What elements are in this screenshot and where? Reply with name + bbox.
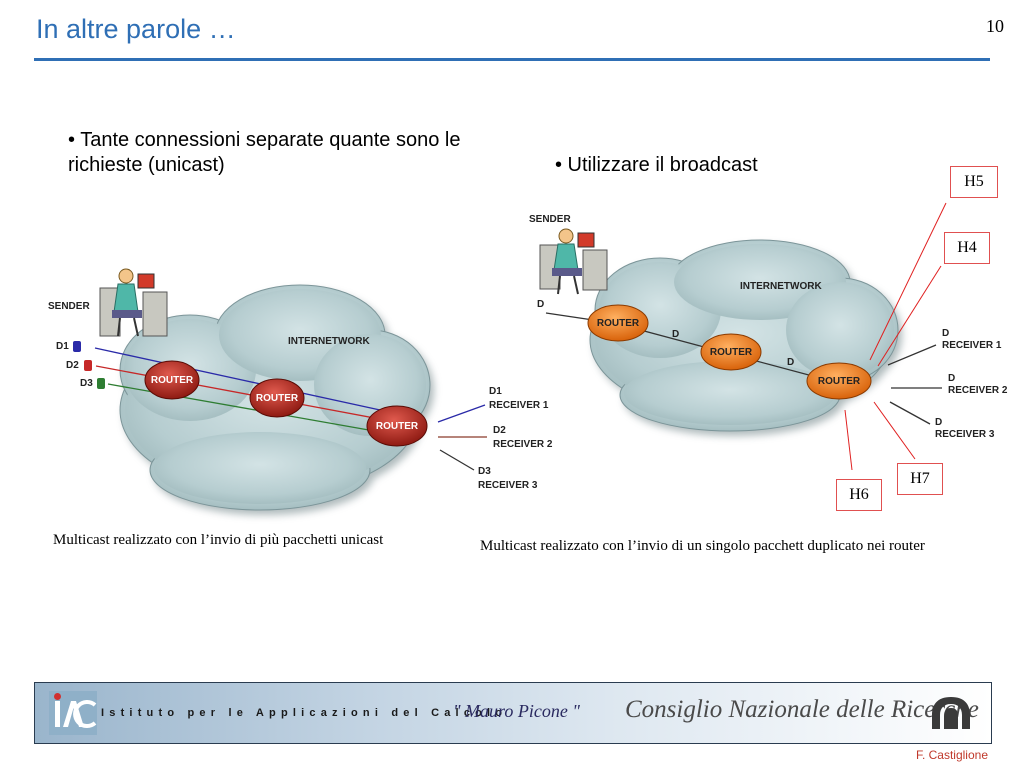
host-box-h7: H7 <box>897 463 943 495</box>
left-router-2-label: ROUTER <box>256 393 299 404</box>
left-receiver2-name: RECEIVER 2 <box>493 439 553 450</box>
left-caption: Multicast realizzato con l’invio di più … <box>53 532 384 548</box>
left-router-1-label: ROUTER <box>151 375 194 386</box>
right-sender-figure <box>539 228 608 295</box>
right-receiver3-name: RECEIVER 3 <box>935 429 995 440</box>
host-box-h5: H5 <box>950 166 998 198</box>
iac-logo <box>49 691 97 735</box>
banner-signature: " Mauro Picone " <box>453 701 580 721</box>
right-bullet: • Utilizzare il broadcast <box>555 154 758 176</box>
right-router-3-label: ROUTER <box>818 376 861 387</box>
left-receiver1-packet: D1 <box>489 386 502 397</box>
left-router-3-label: ROUTER <box>376 421 419 432</box>
left-sender-figure <box>99 268 168 337</box>
host-box-h4: H4 <box>944 232 990 264</box>
right-broadcast-h6 <box>844 409 853 471</box>
left-sender-label: SENDER <box>48 301 90 312</box>
network-diagrams: INTERNETWORK SENDER D1 D2 D3 <box>48 202 1008 515</box>
left-packet-d3 <box>97 378 105 389</box>
left-packet-label-d1: D1 <box>56 341 69 352</box>
right-sender-label: SENDER <box>529 214 571 225</box>
left-path-d1 <box>94 347 381 411</box>
left-packet-label-d2: D2 <box>66 360 79 371</box>
right-receiver1-packet: D <box>942 328 949 339</box>
right-broadcast-h5 <box>869 202 947 361</box>
right-link-receiver1 <box>887 344 937 366</box>
right-broadcast-h4 <box>877 265 942 367</box>
footer-banner: Istituto per le Applicazioni del Calcolo… <box>34 682 992 744</box>
left-link-receiver1 <box>437 404 486 423</box>
banner-institute-name: Istituto per le Applicazioni del Calcolo <box>101 707 508 719</box>
right-receiver1-name: RECEIVER 1 <box>942 340 1002 351</box>
left-receiver1-name: RECEIVER 1 <box>489 400 549 411</box>
right-caption: Multicast realizzato con l’invio di un s… <box>480 538 925 554</box>
host-box-h6: H6 <box>836 479 882 511</box>
right-router-1: ROUTER <box>587 304 649 342</box>
left-router-2: ROUTER <box>249 378 305 418</box>
right-router-2-label: ROUTER <box>710 347 753 358</box>
right-broadcast-h7 <box>873 401 916 460</box>
left-router-3: ROUTER <box>366 405 428 447</box>
right-link-receiver3 <box>889 401 931 425</box>
right-receiver2-packet: D <box>948 373 955 384</box>
left-receiver2-packet: D2 <box>493 425 506 436</box>
right-network-label: INTERNETWORK <box>740 281 822 292</box>
right-receiver3-packet: D <box>935 417 942 428</box>
right-router-1-label: ROUTER <box>597 318 640 329</box>
left-packet-d2 <box>84 360 92 371</box>
author-credit: F. Castiglione <box>915 748 988 762</box>
right-router-3: ROUTER <box>806 362 872 400</box>
left-receiver3-name: RECEIVER 3 <box>478 480 538 491</box>
left-link-receiver3 <box>439 449 475 471</box>
banner-organization: Consiglio Nazionale delle Ricerche <box>625 696 979 723</box>
left-receiver3-packet: D3 <box>478 466 491 477</box>
left-diagram: INTERNETWORK SENDER D1 D2 D3 <box>48 268 553 515</box>
cnr-logo <box>932 697 970 729</box>
left-bullet: • Tante connessioni separate quante sono… <box>68 129 461 176</box>
right-packet-label-hop2: D <box>787 357 794 368</box>
left-network-label: INTERNETWORK <box>288 336 370 347</box>
right-receiver2-name: RECEIVER 2 <box>948 385 1008 396</box>
right-packet-label-sender: D <box>537 299 544 310</box>
left-path-d2 <box>95 365 386 421</box>
left-packet-label-d3: D3 <box>80 378 93 389</box>
page-number: 10 <box>986 16 1004 36</box>
slide-title: In altre parole … <box>36 14 236 44</box>
left-router-1: ROUTER <box>144 360 200 400</box>
right-packet-label-hop1: D <box>672 329 679 340</box>
right-router-2: ROUTER <box>700 333 762 371</box>
left-packet-d1 <box>73 341 81 352</box>
title-divider <box>34 58 990 61</box>
right-diagram: INTERNETWORK SENDER D D D <box>529 202 1008 471</box>
